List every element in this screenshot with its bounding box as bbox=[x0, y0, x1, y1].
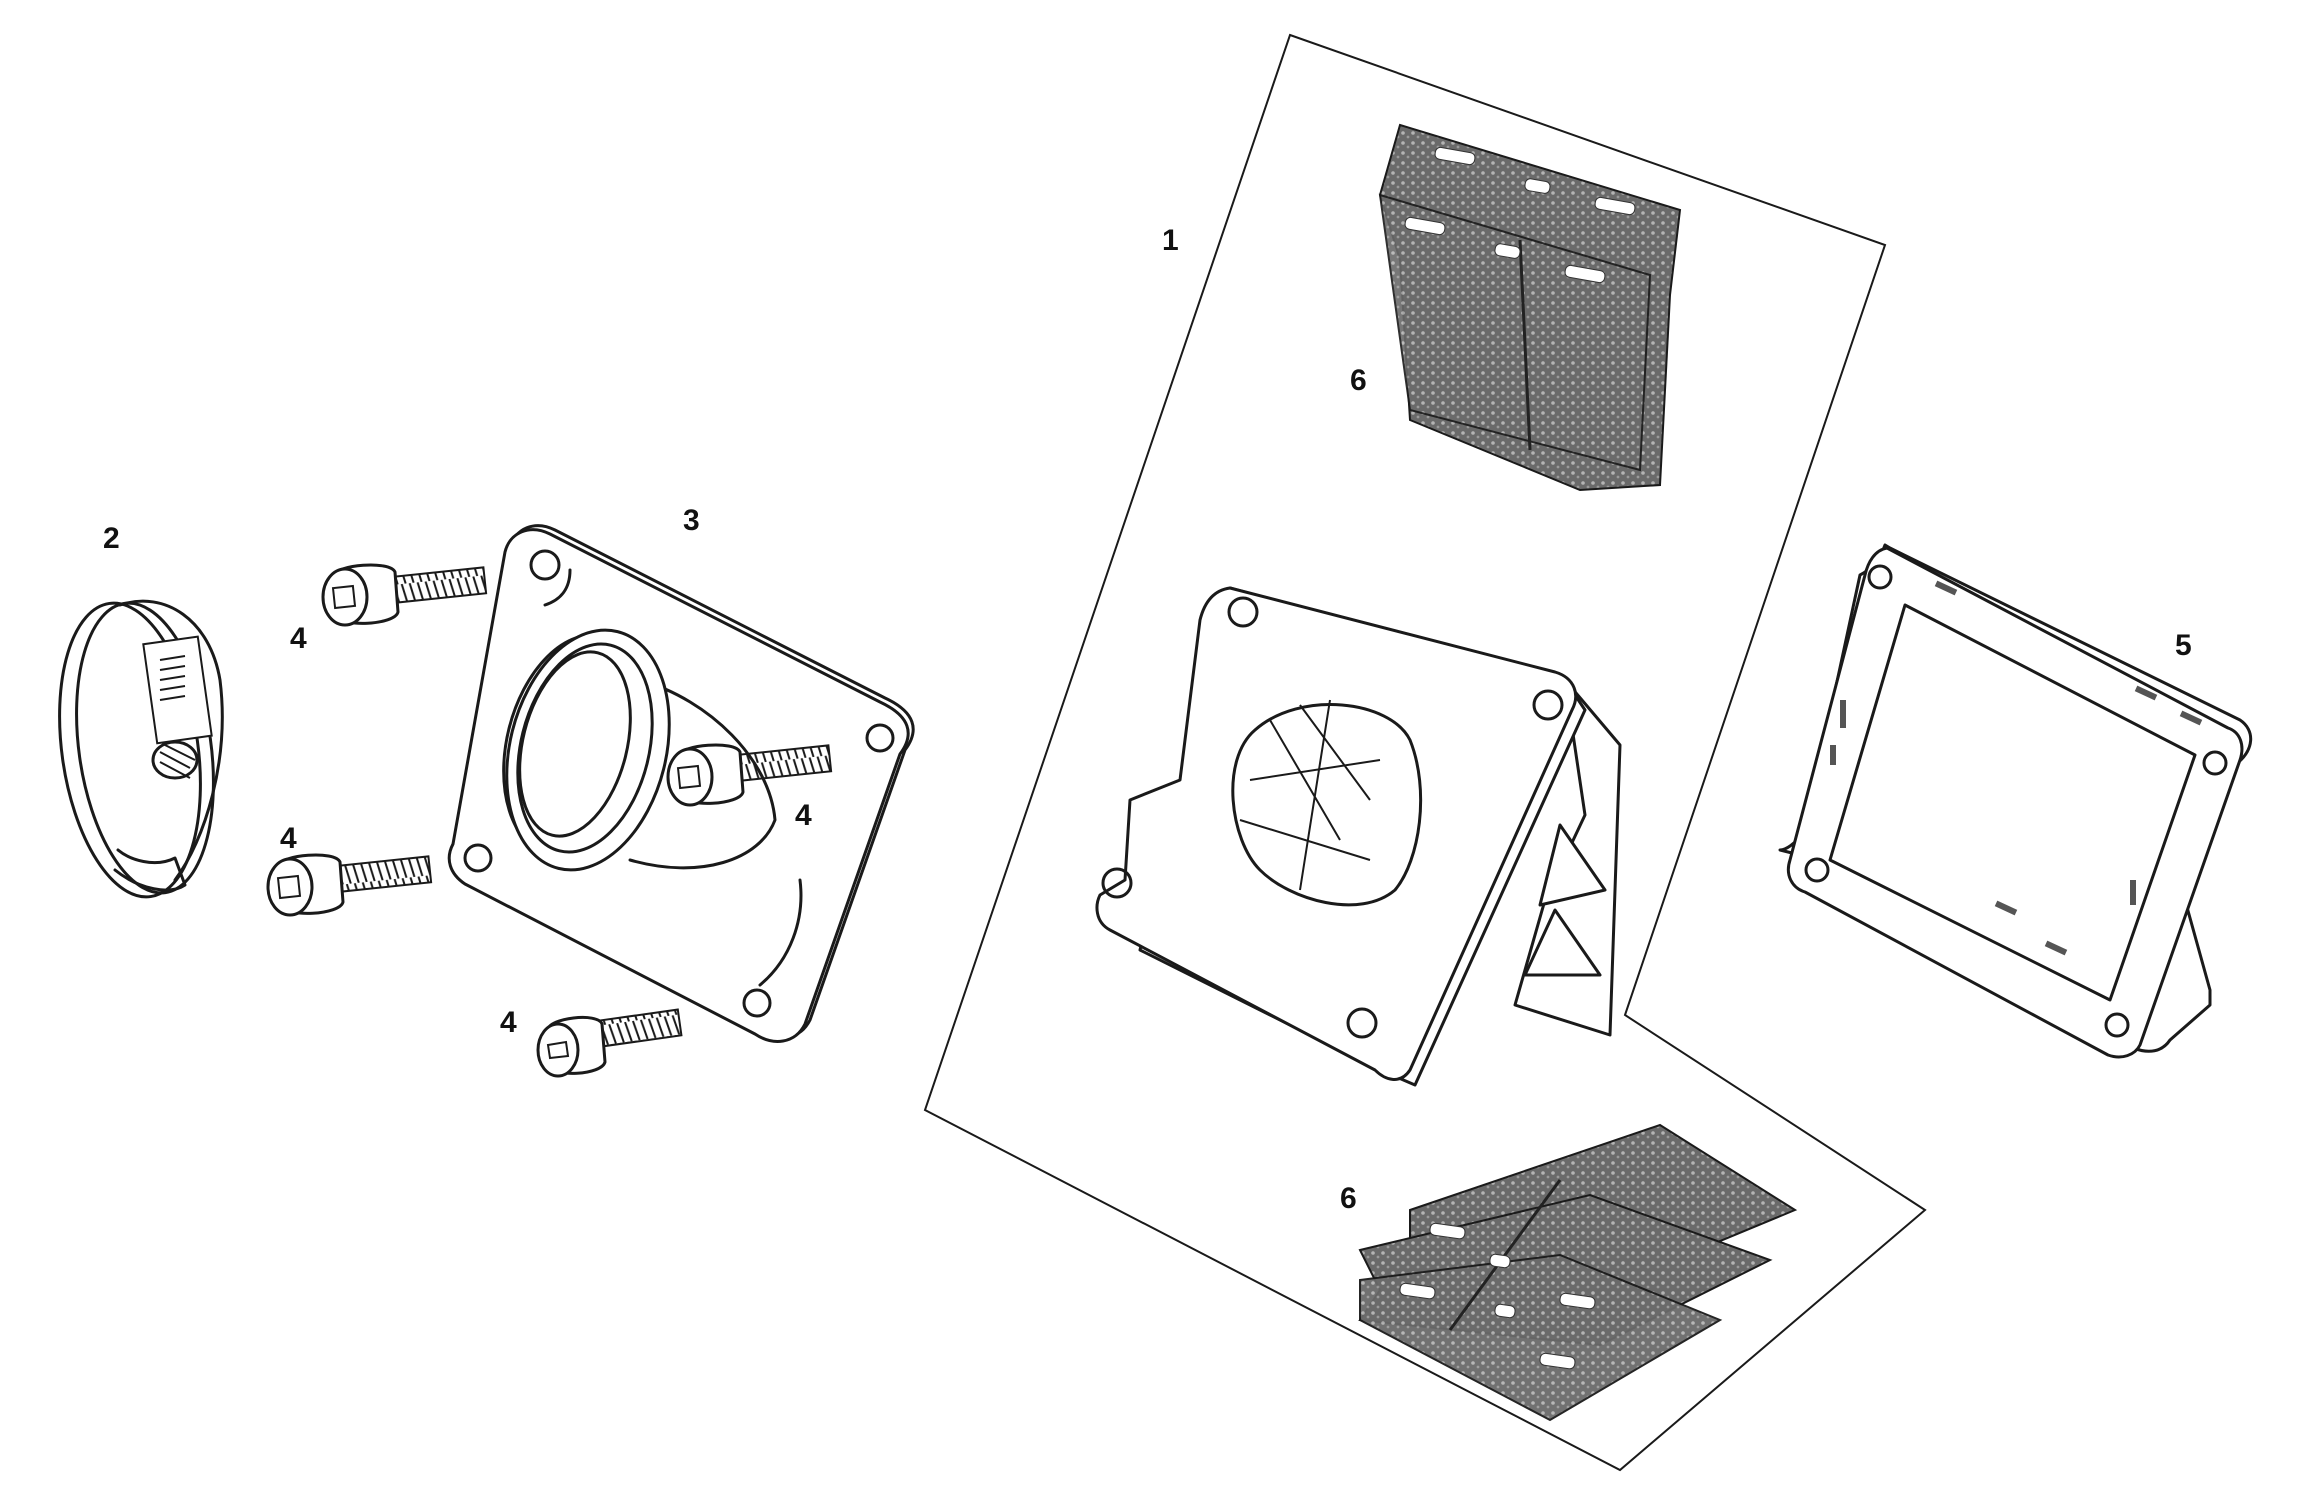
callout-screw-center: 4 bbox=[795, 799, 812, 832]
callout-petals-bottom: 6 bbox=[1340, 1182, 1357, 1215]
reed-petals-bottom bbox=[1358, 1123, 1798, 1422]
callout-screw-lower: 4 bbox=[280, 822, 297, 855]
callout-petals-top: 6 bbox=[1350, 364, 1367, 397]
screw-lower-left bbox=[266, 853, 433, 917]
hose-clamp bbox=[58, 599, 224, 899]
callout-gasket: 5 bbox=[2175, 629, 2192, 662]
screw-center bbox=[666, 743, 833, 807]
screw-bottom bbox=[536, 1008, 683, 1078]
callout-screw-bottom: 4 bbox=[500, 1006, 517, 1039]
reed-petals-top bbox=[1378, 123, 1682, 492]
callout-manifold: 3 bbox=[683, 504, 700, 537]
screw-upper-left bbox=[321, 563, 488, 627]
callout-screw-upper: 4 bbox=[290, 622, 307, 655]
callout-clamp: 2 bbox=[103, 522, 120, 555]
kit-outline bbox=[923, 33, 1927, 1472]
callout-kit: 1 bbox=[1162, 224, 1179, 257]
gasket bbox=[1778, 543, 2253, 1059]
reed-block bbox=[1095, 586, 1622, 1087]
